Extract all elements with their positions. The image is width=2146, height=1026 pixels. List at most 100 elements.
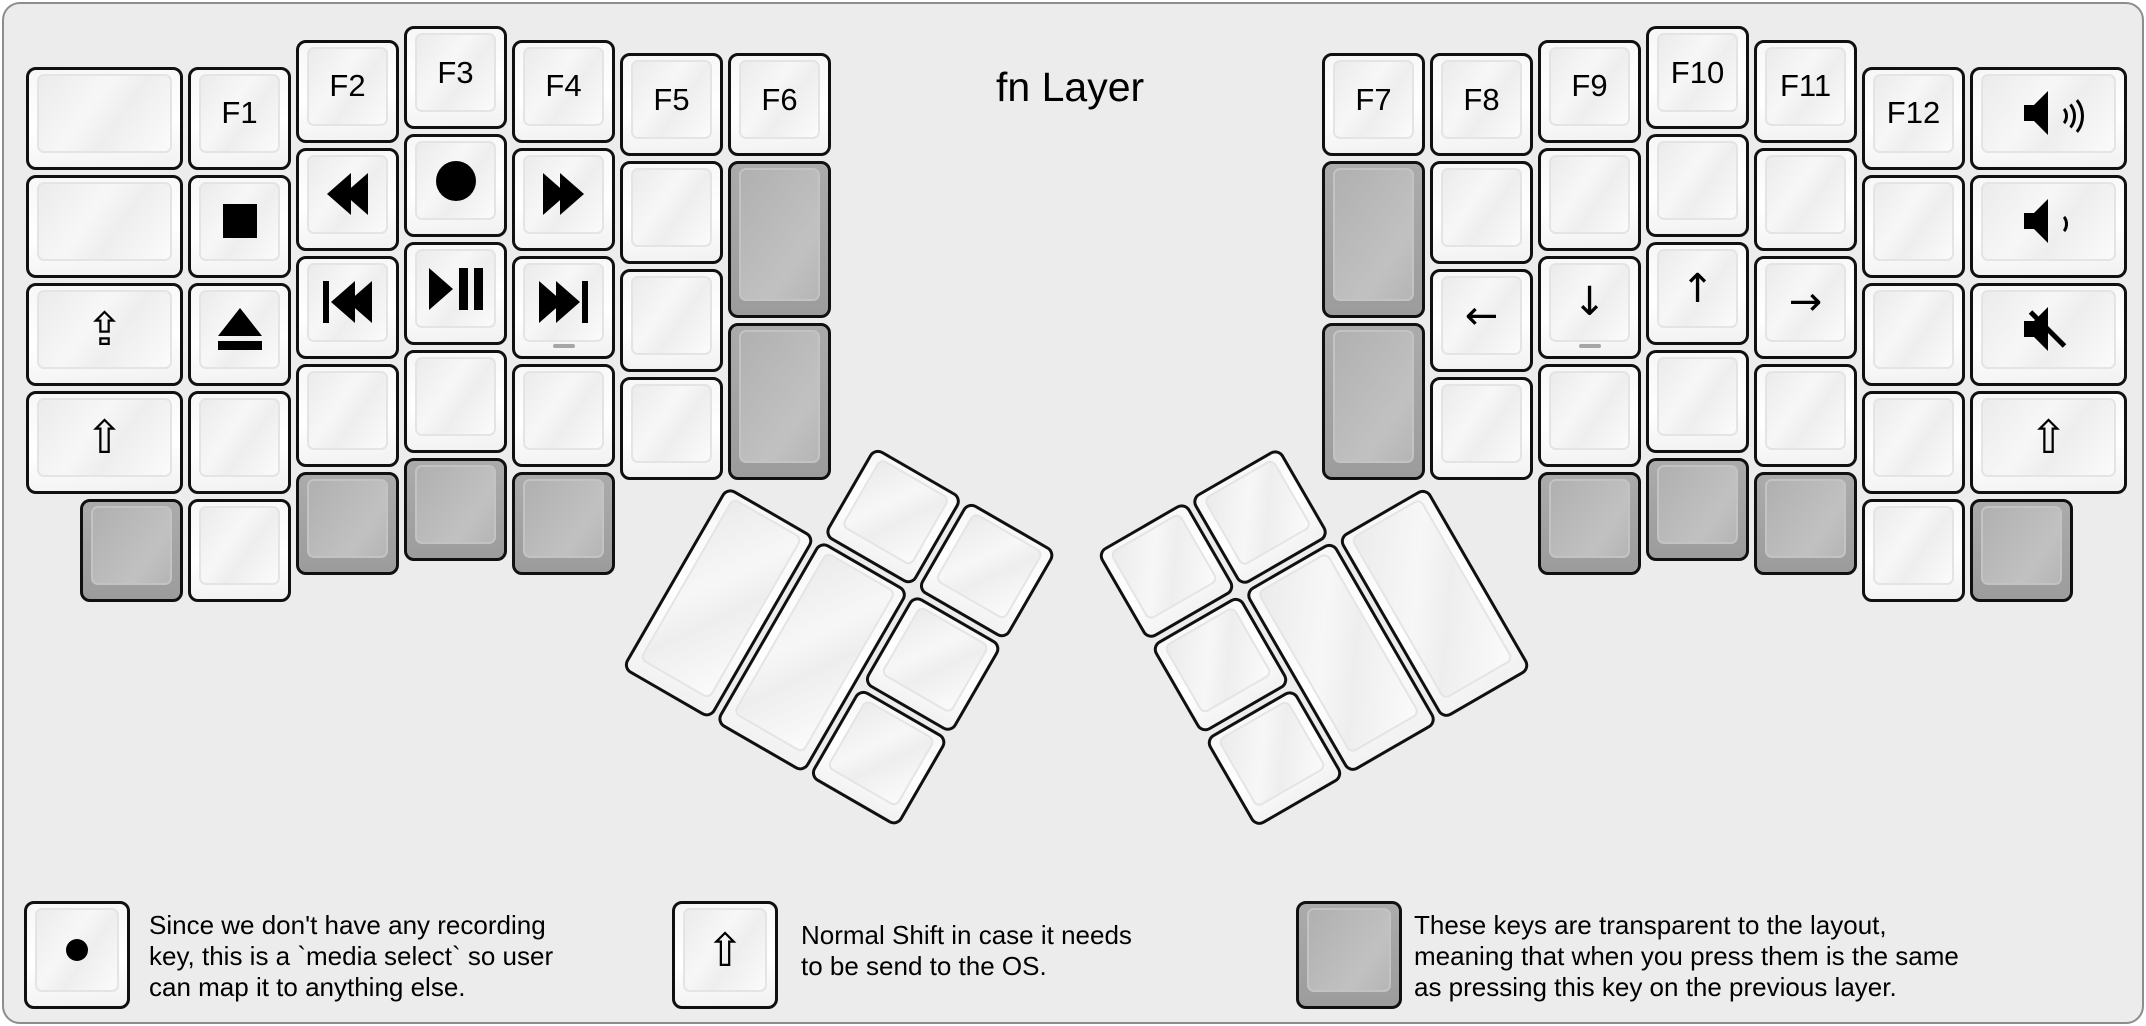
key-transparent[interactable] [1322,161,1425,318]
key-blank[interactable] [1430,161,1533,264]
key-blank[interactable] [620,269,723,372]
legend-note-line: key, this is a `media select` so user [149,941,554,971]
keycap [1333,168,1414,301]
key-f7[interactable]: F7 [1322,53,1425,156]
keycap [307,154,388,234]
key-label: F10 [1670,54,1725,90]
key-label: F4 [545,68,582,103]
arrow-down-icon: ↓ [1572,279,1607,325]
key-transparent[interactable] [512,471,615,575]
key-caps-lock[interactable]: ⇪ [26,282,183,386]
keycap [1549,370,1630,450]
key-transparent[interactable] [728,161,831,318]
legend-note-line: These keys are transparent to the layout… [1414,910,1887,940]
key-blank[interactable] [1862,390,1965,494]
legend-key-record[interactable] [24,901,130,1009]
key-record[interactable] [404,134,507,237]
key-blank[interactable] [1538,363,1641,467]
key-f12[interactable]: F12 [1862,66,1965,170]
key-f10[interactable]: F10 [1646,26,1749,129]
key-label: F9 [1571,68,1608,103]
shift-icon: ⇧ [2029,410,2068,464]
keycap [415,357,496,436]
key-blank[interactable] [620,377,723,480]
key-volume-up[interactable] [1970,66,2127,170]
key-transparent[interactable] [1754,471,1857,575]
key-arrow-up[interactable]: ↑ [1646,242,1749,345]
key-f5[interactable]: F5 [620,53,723,156]
key-blank[interactable] [404,350,507,453]
key-f11[interactable]: F11 [1754,39,1857,143]
key-play-pause[interactable] [404,242,507,345]
key-blank[interactable] [1862,282,1965,386]
key-blank[interactable] [1538,147,1641,251]
shift-icon: ⇧ [85,410,124,464]
key-blank[interactable] [188,498,291,602]
key-f3[interactable]: F3 [404,26,507,129]
key-blank[interactable] [26,174,183,278]
key-blank[interactable] [1862,174,1965,278]
key-transparent[interactable] [1646,458,1749,561]
keycap [1202,458,1313,568]
key-shift[interactable]: ⇧ [26,390,183,494]
key-transparent[interactable] [1970,498,2073,602]
legend-note-line: as pressing this key on the previous lay… [1414,972,1897,1002]
caps-lock-icon: ⇪ [85,302,124,356]
keycap [199,289,280,369]
key-blank[interactable] [1646,134,1749,237]
key-next-track[interactable] [512,255,615,359]
keycap [1765,154,1846,234]
key-arrow-right[interactable]: → [1754,255,1857,359]
key-blank[interactable] [1430,377,1533,480]
key-volume-down[interactable] [1970,174,2127,278]
keycap [1333,330,1414,463]
key-blank[interactable] [296,363,399,467]
legend-key-transparent[interactable] [1296,901,1402,1009]
key-transparent[interactable] [1538,471,1641,575]
key-transparent[interactable] [1322,323,1425,480]
keycap [37,181,172,261]
key-blank[interactable] [26,66,183,170]
key-transparent[interactable] [296,471,399,575]
keycap [1765,370,1846,450]
key-f4[interactable]: F4 [512,39,615,143]
key-mute[interactable] [1970,282,2127,386]
key-shift[interactable]: ⇧ [1970,390,2127,494]
key-blank[interactable] [620,161,723,264]
key-f2[interactable]: F2 [296,39,399,143]
keycap [1549,478,1630,558]
key-f9[interactable]: F9 [1538,39,1641,143]
key-label: F3 [437,54,474,90]
key-rewind[interactable] [296,147,399,251]
keycap [199,505,280,585]
key-transparent[interactable] [404,458,507,561]
legend-key-shift[interactable]: ⇧ [672,901,778,1009]
key-blank[interactable] [512,363,615,467]
keycap [307,478,388,558]
key-blank[interactable] [188,390,291,494]
keycap [631,168,712,247]
keycap [631,384,712,463]
key-prev-track[interactable] [296,255,399,359]
key-label: F11 [1779,68,1832,103]
keycap: F6 [739,60,820,139]
keycap [1981,73,2116,153]
key-eject[interactable] [188,282,291,386]
key-blank[interactable] [1754,147,1857,251]
key-transparent[interactable] [80,498,183,602]
key-f8[interactable]: F8 [1430,53,1533,156]
key-blank[interactable] [1646,350,1749,453]
keycap: F10 [1657,33,1738,112]
key-f1[interactable]: F1 [188,66,291,170]
volume-down-icon [2022,198,2076,244]
keycap [631,276,712,355]
keycap: F5 [631,60,712,139]
key-blank[interactable] [1862,498,1965,602]
key-f6[interactable]: F6 [728,53,831,156]
key-fast-forward[interactable] [512,147,615,251]
key-stop[interactable] [188,174,291,278]
key-arrow-left[interactable]: ← [1430,269,1533,372]
key-blank[interactable] [1754,363,1857,467]
key-transparent[interactable] [728,323,831,480]
key-arrow-down[interactable]: ↓ [1538,255,1641,359]
